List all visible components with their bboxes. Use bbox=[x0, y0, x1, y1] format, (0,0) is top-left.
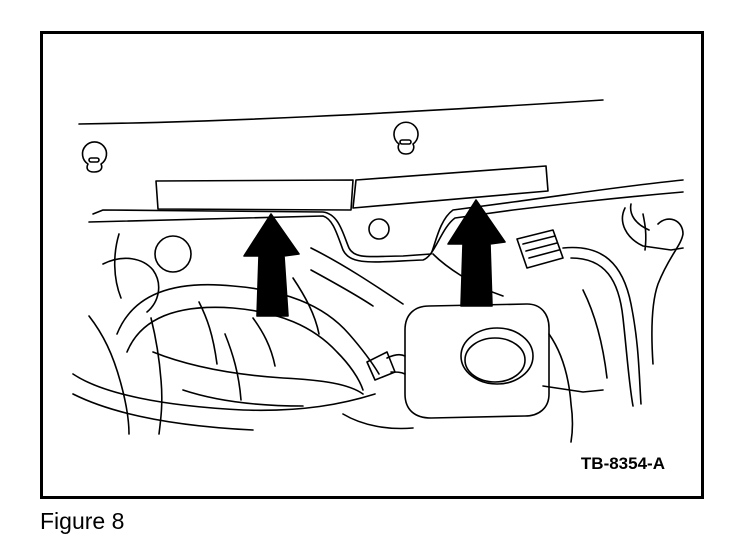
right-hose-2 bbox=[642, 213, 647, 251]
keyhole-slot-right bbox=[393, 121, 419, 155]
wiring-harness-2 bbox=[570, 257, 634, 407]
technical-illustration bbox=[72, 99, 684, 443]
lower-curve-6 bbox=[150, 317, 163, 435]
center-loop-2 bbox=[310, 269, 374, 307]
lower-curve-14 bbox=[113, 233, 122, 299]
arrow-left bbox=[243, 213, 300, 317]
air-box-port-inner bbox=[464, 337, 526, 383]
left-tube-end bbox=[154, 235, 192, 273]
lower-curve-7 bbox=[198, 301, 218, 365]
mounting-hole bbox=[368, 218, 390, 240]
right-bracket bbox=[621, 207, 684, 251]
lower-curve-9 bbox=[292, 277, 320, 335]
figure-frame: TB-8354-A bbox=[40, 31, 704, 499]
figure-caption: Figure 8 bbox=[40, 508, 125, 534]
lower-curve-1 bbox=[72, 373, 376, 412]
lower-curve-5 bbox=[88, 315, 130, 435]
harness-connector-pins bbox=[522, 235, 560, 259]
lower-curve-2 bbox=[72, 393, 254, 431]
lower-curve-4 bbox=[182, 389, 304, 407]
left-hose-lower bbox=[126, 306, 364, 391]
harness-connector bbox=[516, 229, 564, 269]
center-loop-1 bbox=[310, 247, 404, 305]
lower-curve-3 bbox=[152, 351, 364, 395]
cover-panel-left bbox=[155, 179, 354, 211]
right-bracket-inner bbox=[629, 203, 650, 231]
flange-upper-line bbox=[92, 179, 684, 258]
hose-to-box bbox=[386, 353, 406, 375]
arrow-right bbox=[447, 199, 506, 307]
lower-curve-11 bbox=[582, 289, 608, 379]
lower-curve-8 bbox=[252, 317, 276, 367]
lower-curve-12 bbox=[342, 413, 414, 430]
cover-panel-right bbox=[352, 165, 549, 209]
air-box-port bbox=[460, 327, 534, 385]
drawing-code: TB-8354-A bbox=[580, 454, 665, 473]
wiring-harness-lead bbox=[542, 385, 604, 393]
air-box bbox=[404, 303, 550, 419]
hood-edge-line bbox=[78, 99, 604, 125]
right-hose bbox=[651, 218, 684, 365]
left-tube-outer bbox=[102, 257, 160, 313]
wiring-harness bbox=[562, 246, 642, 405]
keyhole-slot-left bbox=[81, 141, 108, 173]
lower-curve-13 bbox=[224, 333, 242, 401]
lower-curve-10 bbox=[548, 333, 574, 443]
flange-lower-line bbox=[88, 191, 684, 263]
